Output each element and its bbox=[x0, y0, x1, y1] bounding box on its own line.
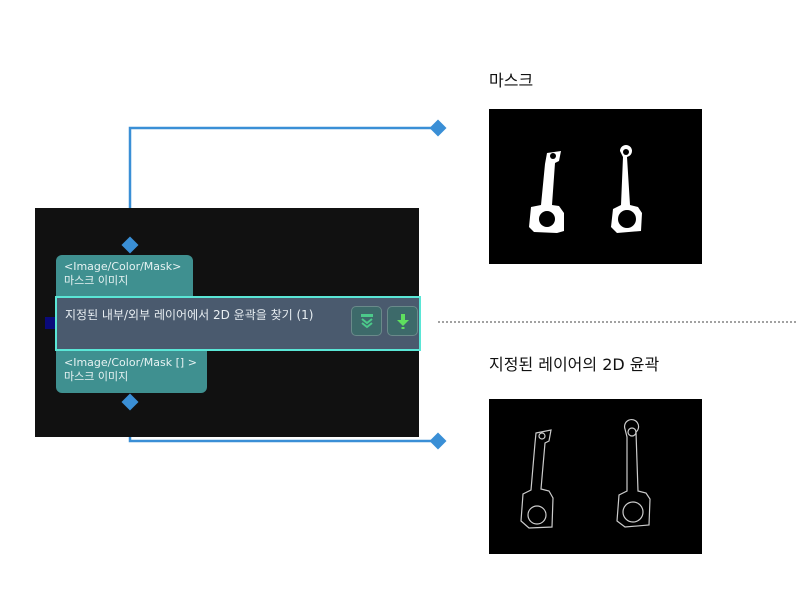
node-anchor[interactable] bbox=[45, 317, 55, 329]
input-port-type: <Image/Color/Mask> bbox=[64, 260, 182, 273]
debug-icon bbox=[396, 314, 409, 329]
output-diamond-mask bbox=[429, 119, 447, 137]
node-title: 지정된 내부/외부 레이어에서 2D 윤곽을 찾기 (1) bbox=[65, 308, 314, 322]
contour-label: 지정된 레이어의 2D 윤곽 bbox=[489, 355, 660, 374]
output-port-name: 마스크 이미지 bbox=[64, 370, 129, 383]
output-port-type: <Image/Color/Mask [] > bbox=[64, 356, 197, 369]
input-port[interactable]: <Image/Color/Mask> 마스크 이미지 bbox=[56, 255, 193, 296]
collapse-button[interactable] bbox=[351, 306, 382, 336]
input-port-name: 마스크 이미지 bbox=[64, 274, 129, 287]
output-port[interactable]: <Image/Color/Mask [] > 마스크 이미지 bbox=[56, 351, 207, 393]
mask-image bbox=[489, 109, 702, 264]
debug-button[interactable] bbox=[387, 306, 418, 336]
collapse-icon bbox=[360, 314, 373, 329]
step-node[interactable]: 지정된 내부/외부 레이어에서 2D 윤곽을 찾기 (1) bbox=[55, 296, 421, 351]
mask-label: 마스크 bbox=[489, 71, 534, 90]
output-diamond-contour bbox=[429, 432, 447, 450]
contour-image bbox=[489, 399, 702, 554]
